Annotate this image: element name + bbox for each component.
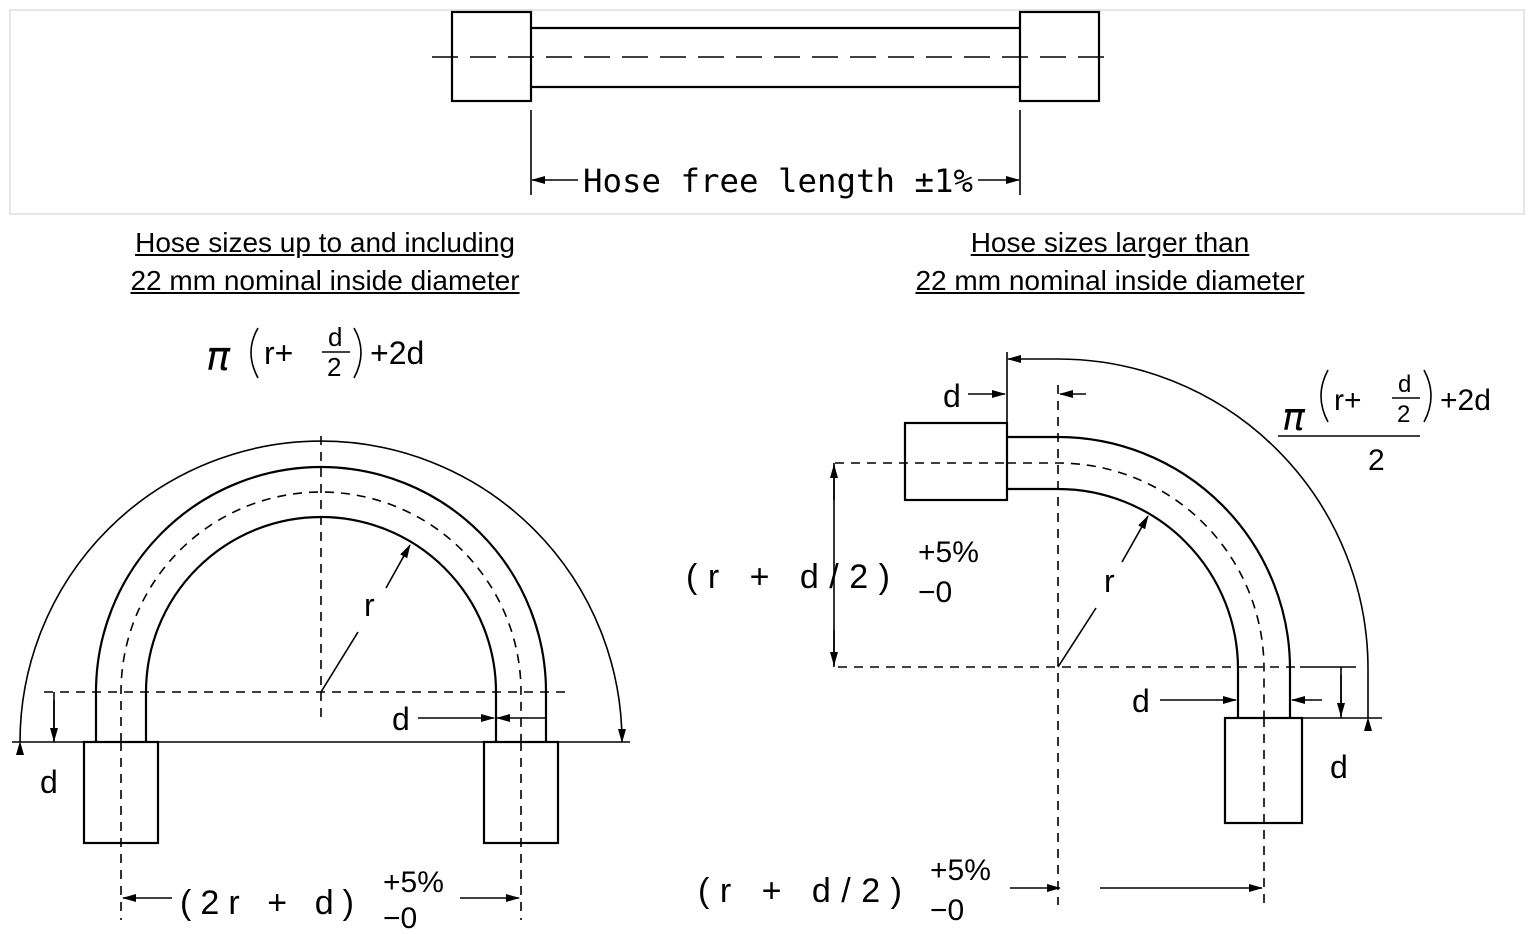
right-radius-label: r bbox=[1104, 563, 1115, 599]
right-diagram: π r+ d 2 +2d 2 bbox=[686, 352, 1491, 927]
left-formula-pi: π bbox=[206, 334, 231, 380]
left-bottom-tol-minus: −0 bbox=[383, 902, 417, 934]
left-formula-open-paren bbox=[250, 327, 259, 379]
right-d-top-label: d bbox=[943, 378, 961, 414]
left-bottom-dim-label: (2r + d) bbox=[180, 884, 354, 922]
right-formula-2: 2 bbox=[1397, 401, 1410, 428]
left-diagram: π r+ d 2 +2d bbox=[12, 322, 630, 934]
right-side-dim-label: (r + d/2) bbox=[686, 558, 890, 596]
right-heading-line1: Hose sizes larger than bbox=[970, 227, 1250, 258]
right-formula-tail: +2d bbox=[1440, 384, 1491, 417]
right-bottom-tol-plus: +5% bbox=[930, 854, 991, 887]
right-heading: Hose sizes larger than 22 mm nominal ins… bbox=[840, 224, 1380, 300]
right-formula-open-paren bbox=[1320, 369, 1329, 423]
left-formula-2: 2 bbox=[327, 352, 341, 382]
right-bottom-tol-minus: −0 bbox=[930, 894, 964, 927]
left-formula-d: d bbox=[328, 322, 342, 352]
left-formula-close-paren bbox=[353, 327, 362, 379]
right-side-tol-plus: +5% bbox=[918, 536, 979, 569]
left-heading: Hose sizes up to and including 22 mm nom… bbox=[60, 224, 590, 300]
left-d-right-label: d bbox=[392, 701, 410, 737]
right-d-mid-label: d bbox=[1132, 683, 1150, 719]
right-hose-centerline bbox=[1007, 462, 1265, 718]
right-bottom-dim-label: (r + d/2) bbox=[698, 872, 902, 910]
right-radius-line bbox=[1057, 607, 1097, 668]
right-hose-outer bbox=[1007, 435, 1292, 718]
right-formula-r: r+ bbox=[1334, 384, 1362, 417]
right-formula-den: 2 bbox=[1368, 444, 1385, 477]
left-hose-outer bbox=[94, 465, 548, 742]
left-heading-line1: Hose sizes up to and including bbox=[135, 227, 515, 258]
right-fitting-top bbox=[903, 421, 1009, 502]
left-heading-line2: 22 mm nominal inside diameter bbox=[130, 265, 520, 296]
top-panel-frame bbox=[9, 9, 1525, 215]
right-length-arc bbox=[1007, 355, 1372, 731]
right-formula-close-paren bbox=[1423, 369, 1432, 423]
left-bottom-tol-plus: +5% bbox=[383, 866, 444, 899]
left-radius-label: r bbox=[364, 587, 375, 623]
right-radius-arrow bbox=[1121, 515, 1149, 563]
left-radius-arrow bbox=[385, 544, 411, 589]
left-d-left-label: d bbox=[40, 764, 58, 800]
left-formula-r: r+ bbox=[264, 335, 293, 371]
top-panel: Hose free length ±1% bbox=[9, 9, 1525, 215]
hose-free-length-label: Hose free length ±1% bbox=[583, 162, 973, 200]
left-formula-tail: +2d bbox=[370, 335, 424, 371]
right-formula-d: d bbox=[1398, 371, 1411, 398]
right-heading-line2: 22 mm nominal inside diameter bbox=[915, 265, 1305, 296]
right-side-tol-minus: −0 bbox=[918, 576, 952, 609]
left-radius-line bbox=[320, 631, 359, 693]
right-formula-pi: π bbox=[1282, 395, 1306, 439]
right-d-right-label: d bbox=[1330, 749, 1348, 785]
